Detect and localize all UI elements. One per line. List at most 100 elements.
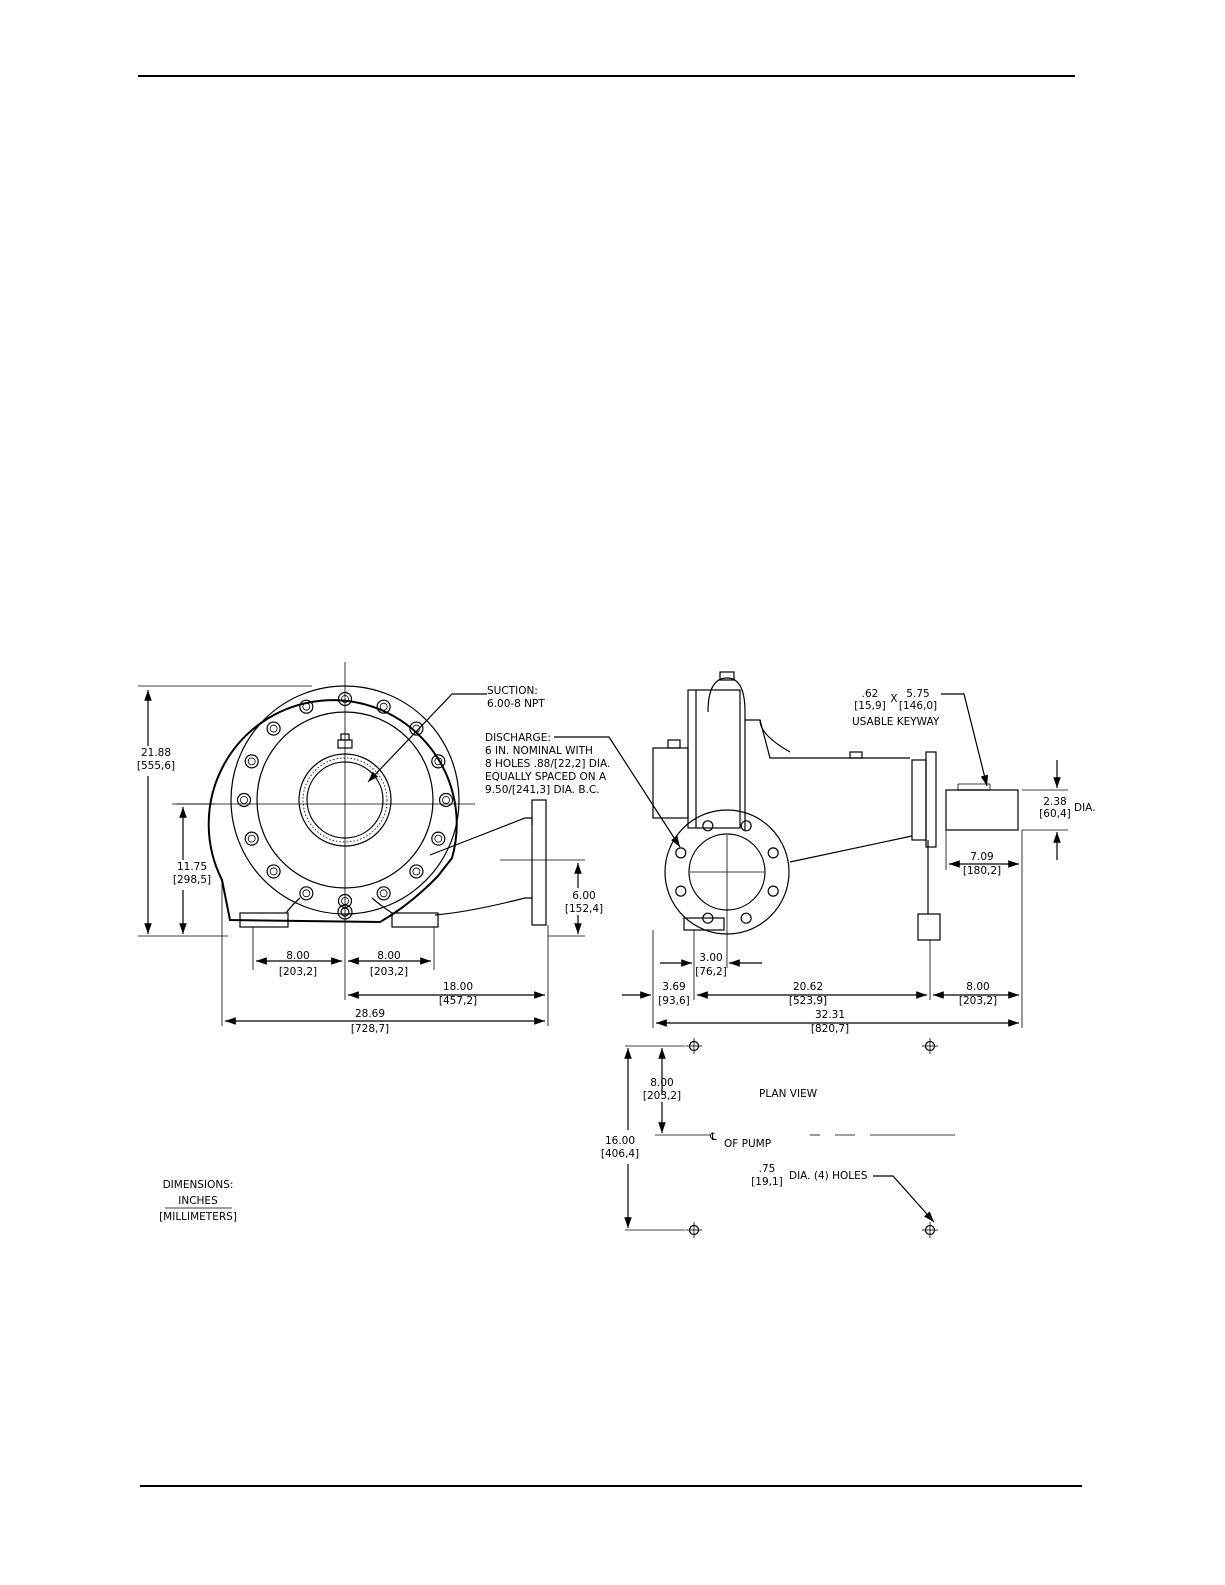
volute-side-dome <box>707 677 746 830</box>
bolt-head <box>266 721 281 736</box>
dim-8-left-mm: [203,2] <box>279 966 317 978</box>
keyway-width: .62 <box>862 688 879 700</box>
dim-2062-in: 20.62 <box>793 981 823 993</box>
dim-369-in: 3.69 <box>662 981 685 993</box>
dim-8-left-in: 8.00 <box>286 950 309 962</box>
drain-plug <box>337 904 353 920</box>
dim-238-suffix: DIA. <box>1074 802 1096 814</box>
bolt-head <box>244 754 259 769</box>
side-view <box>652 671 1019 941</box>
cover-side-plug <box>667 739 681 749</box>
dim-800-side-mm: [203,2] <box>959 995 997 1007</box>
plan-hole-symbols <box>686 1038 938 1238</box>
flange-holes <box>675 820 779 924</box>
flange-hole <box>702 820 714 832</box>
discharge-leader <box>554 736 681 848</box>
keyway-x: X <box>890 693 897 705</box>
bolt-head <box>244 831 259 846</box>
bolt-inner <box>434 834 443 843</box>
holes-dia: .75 <box>759 1163 776 1175</box>
bolt-inner <box>442 796 450 804</box>
dimension-lines <box>138 685 1068 1228</box>
left-foot <box>239 912 289 928</box>
dim-709-in: 7.09 <box>970 851 993 863</box>
bolt-head <box>376 886 391 901</box>
bolt-head <box>409 721 424 736</box>
discharge-note-3: 8 HOLES .88/[22,2] DIA. <box>485 758 610 770</box>
inner-plate <box>256 711 434 889</box>
dim-6-mm: [152,4] <box>565 903 603 915</box>
dim-300-in: 3.00 <box>699 952 722 964</box>
bolt-head <box>376 699 391 714</box>
fill-plug-cap <box>340 733 350 741</box>
flange-hole <box>740 912 752 924</box>
keyway-leader <box>941 693 989 787</box>
flange-hole <box>740 820 752 832</box>
dim-11-mm: [298,5] <box>173 874 211 886</box>
left-foot-web <box>285 897 301 914</box>
keyway-length: 5.75 <box>906 688 929 700</box>
dim-709-mm: [180,2] <box>963 865 1001 877</box>
bolt-inner <box>269 724 278 733</box>
bolt-inner <box>247 757 256 766</box>
suction-port <box>306 761 384 839</box>
right-foot <box>391 912 439 928</box>
discharge-note-4: EQUALLY SPACED ON A <box>485 771 607 783</box>
bolt-head <box>337 691 353 707</box>
holes-label: DIA. (4) HOLES <box>789 1170 868 1182</box>
suction-note-1: SUCTION: <box>487 685 538 697</box>
legend-title: DIMENSIONS: <box>163 1179 234 1191</box>
bolt-inner <box>269 867 278 876</box>
bearing-housing-bottom <box>789 835 913 863</box>
dim-800-side-in: 8.00 <box>966 981 989 993</box>
keyway-label: USABLE KEYWAY <box>852 716 940 728</box>
cover-bolts <box>236 691 454 909</box>
bearing-cap <box>925 751 937 848</box>
bearing-flange <box>911 759 927 841</box>
bearing-housing-top <box>745 719 910 759</box>
discharge-pipe-top <box>429 817 533 856</box>
of-pump-label: OF PUMP <box>724 1138 771 1150</box>
flange-hole <box>767 847 779 859</box>
dim-21-in: 21.88 <box>141 747 171 759</box>
legend-inches: INCHES <box>178 1195 218 1207</box>
dim-300-mm: [76,2] <box>695 966 727 978</box>
dim-plan-8-in: 8.00 <box>650 1077 673 1089</box>
bolt-inner <box>247 834 256 843</box>
keyway-length-mm: [146,0] <box>899 700 937 712</box>
dim-8-right-in: 8.00 <box>377 950 400 962</box>
bolt-inner <box>379 889 388 898</box>
legend-mm: [MILLIMETERS] <box>159 1211 237 1223</box>
bolt-inner <box>302 702 311 711</box>
suction-thread <box>302 757 388 843</box>
dim-3231-mm: [820,7] <box>811 1023 849 1035</box>
dim-11-in: 11.75 <box>177 861 207 873</box>
bolt-head <box>431 754 446 769</box>
dim-28-in: 28.69 <box>355 1008 385 1020</box>
bolt-inner <box>341 695 349 703</box>
bolt-head <box>438 792 454 808</box>
dim-6-in: 6.00 <box>572 890 595 902</box>
suction-leader <box>367 693 487 783</box>
plan-view <box>625 1038 955 1238</box>
bolt-head <box>299 886 314 901</box>
bolt-head <box>266 864 281 879</box>
dim-238-mm: [60,4] <box>1039 808 1071 820</box>
cover-side-boss <box>652 747 689 819</box>
dim-plan-16-in: 16.00 <box>605 1135 635 1147</box>
holes-dia-mm: [19,1] <box>751 1176 783 1188</box>
discharge-note-1: DISCHARGE: <box>485 732 551 744</box>
side-foot <box>683 917 725 931</box>
flange-hole <box>767 885 779 897</box>
drain-plug-inner <box>340 907 350 917</box>
bolt-head <box>431 831 446 846</box>
dim-plan-8-mm: [203,2] <box>643 1090 681 1102</box>
flange-hole <box>675 847 687 859</box>
bolt-inner <box>379 702 388 711</box>
dim-2062-mm: [523,9] <box>789 995 827 1007</box>
bolt-head <box>236 792 252 808</box>
bolt-head <box>299 699 314 714</box>
dim-plan-16-mm: [406,4] <box>601 1148 639 1160</box>
discharge-note-2: 6 IN. NOMINAL WITH <box>485 745 593 757</box>
